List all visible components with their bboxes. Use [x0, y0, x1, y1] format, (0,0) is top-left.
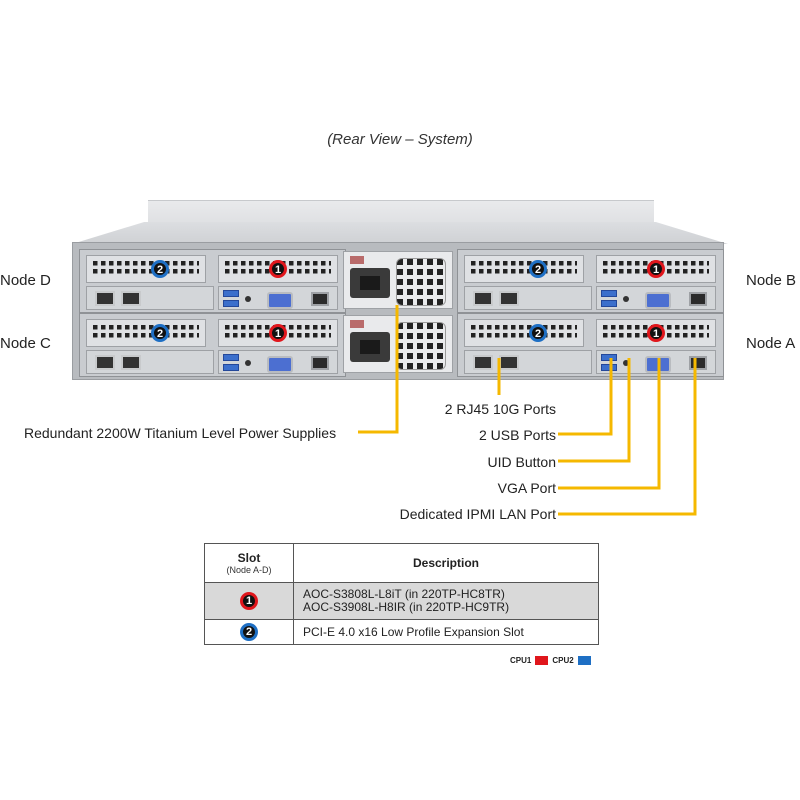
io-panel-right — [218, 286, 338, 310]
usb-callout: 2 USB Ports — [478, 427, 556, 443]
slot-header: Slot (Node A-D) — [204, 543, 294, 583]
usb-port — [223, 290, 239, 297]
ac-inlet — [350, 268, 390, 298]
io-panel-right — [596, 350, 716, 374]
rj45-port — [473, 355, 493, 370]
psu-fan-grille — [396, 258, 446, 306]
rj45-port — [95, 291, 115, 306]
server-chassis-rear: 2 1 2 1 — [72, 242, 724, 380]
usb-port — [601, 364, 617, 371]
riser-slot-1: 1 — [218, 255, 338, 283]
uid-callout-line — [558, 358, 631, 463]
io-panel-left — [86, 286, 214, 310]
node-d-label: Node D — [0, 272, 51, 289]
riser-slot-1: 1 — [218, 319, 338, 347]
uid-button — [623, 296, 629, 302]
legend-cpu1-label: CPU1 — [510, 656, 532, 665]
slot-1-badge: 1 — [269, 324, 287, 342]
vga-port — [267, 356, 293, 373]
power-supply-callout: Redundant 2200W Titanium Level Power Sup… — [24, 425, 337, 441]
legend-cpu2-swatch — [577, 656, 591, 665]
vga-port — [645, 292, 671, 309]
rj45-port — [121, 355, 141, 370]
legend-cpu2-label: CPU2 — [552, 656, 574, 665]
io-panel-left — [464, 286, 592, 310]
riser-slot-2: 2 — [86, 319, 206, 347]
table-row: 2 PCI-E 4.0 x16 Low Profile Expansion Sl… — [204, 619, 599, 645]
cpu-legend: CPU1 CPU2 — [510, 656, 591, 665]
slot-1-badge: 1 — [647, 260, 665, 278]
uid-button — [245, 296, 251, 302]
description-line: PCI-E 4.0 x16 Low Profile Expansion Slot — [303, 624, 524, 639]
rj45-callout: 2 RJ45 10G Ports — [444, 401, 556, 417]
table-row: 1 AOC-S3808L-L8iT (in 220TP-HC8TR) AOC-S… — [204, 582, 599, 620]
rj45-port — [121, 291, 141, 306]
vga-callout-line — [558, 358, 661, 490]
slot-2-badge: 2 — [151, 324, 169, 342]
psu-latch — [350, 320, 364, 328]
io-panel-right — [596, 286, 716, 310]
description-line: AOC-S3908L-H8IR (in 220TP-HC9TR) — [303, 600, 510, 614]
slot-header-sub: (Node A-D) — [226, 565, 272, 575]
rj45-port — [473, 291, 493, 306]
node-c-module: 2 1 — [79, 313, 346, 377]
slot-header-label: Slot — [237, 551, 261, 565]
chassis-top-bevel — [72, 222, 728, 244]
ac-inlet — [350, 332, 390, 362]
ipmi-lan-port — [311, 356, 329, 370]
rj45-port — [499, 291, 519, 306]
table-header-row: Slot (Node A-D) Description — [204, 543, 599, 583]
slot-2-badge: 2 — [529, 324, 547, 342]
slot-1-badge: 1 — [647, 324, 665, 342]
node-c-label: Node C — [0, 335, 51, 352]
diagram-title: (Rear View – System) — [327, 131, 473, 148]
slot-2-badge: 2 — [151, 260, 169, 278]
rj45-port — [95, 355, 115, 370]
riser-slot-2: 2 — [464, 255, 584, 283]
slot-cell: 1 — [204, 582, 294, 620]
slot-description-table: Slot (Node A-D) Description 1 AOC-S3808L… — [204, 543, 599, 645]
slot-2-badge: 2 — [240, 623, 258, 641]
ipmi-lan-port — [689, 292, 707, 306]
riser-slot-1: 1 — [596, 319, 716, 347]
slot-2-badge: 2 — [529, 260, 547, 278]
power-callout-line — [358, 305, 399, 434]
usb-callout-line — [558, 358, 613, 436]
usb-port — [223, 300, 239, 307]
ipmi-lan-port — [311, 292, 329, 306]
legend-cpu1-swatch — [535, 656, 549, 665]
description-cell: PCI-E 4.0 x16 Low Profile Expansion Slot — [293, 619, 599, 645]
slot-1-badge: 1 — [240, 592, 258, 610]
riser-slot-2: 2 — [464, 319, 584, 347]
ipmi-callout: Dedicated IPMI LAN Port — [399, 506, 556, 522]
vga-port — [267, 292, 293, 309]
usb-port — [601, 300, 617, 307]
uid-button — [623, 360, 629, 366]
io-panel-left — [86, 350, 214, 374]
slot-cell: 2 — [204, 619, 294, 645]
description-header: Description — [293, 543, 599, 583]
psu-latch — [350, 256, 364, 264]
usb-port — [223, 354, 239, 361]
ipmi-callout-line — [558, 358, 697, 516]
node-a-module: 2 1 — [457, 313, 724, 377]
node-b-label: Node B — [746, 272, 797, 289]
description-cell: AOC-S3808L-L8iT (in 220TP-HC8TR) AOC-S39… — [293, 582, 599, 620]
usb-port — [223, 364, 239, 371]
usb-port — [601, 290, 617, 297]
description-line: AOC-S3808L-L8iT (in 220TP-HC8TR) — [303, 587, 505, 601]
node-b-module: 2 1 — [457, 249, 724, 313]
uid-callout: UID Button — [487, 454, 556, 470]
usb-port — [601, 354, 617, 361]
vga-callout: VGA Port — [497, 480, 556, 496]
uid-button — [245, 360, 251, 366]
riser-slot-1: 1 — [596, 255, 716, 283]
node-d-module: 2 1 — [79, 249, 346, 313]
slot-1-badge: 1 — [269, 260, 287, 278]
io-panel-right — [218, 350, 338, 374]
node-a-label: Node A — [746, 335, 796, 352]
riser-slot-2: 2 — [86, 255, 206, 283]
